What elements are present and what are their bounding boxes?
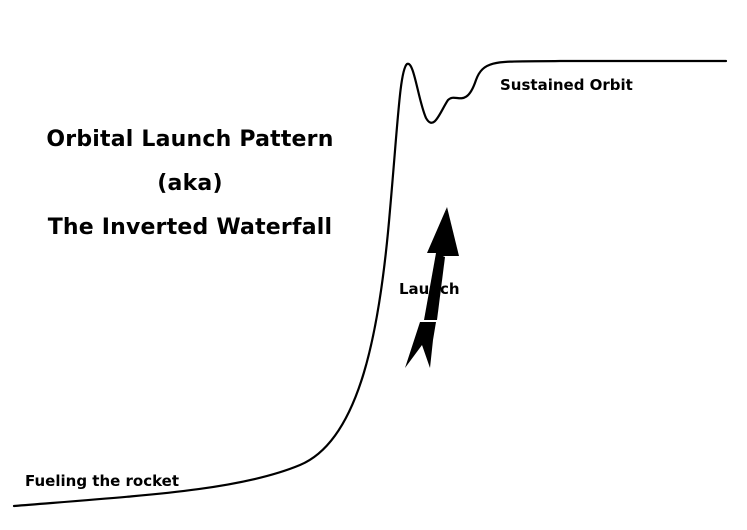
title-line-1: Orbital Launch Pattern [46, 127, 334, 152]
title-line-3: The Inverted Waterfall [47, 215, 333, 240]
launch-curve [12, 59, 728, 508]
sustained-orbit-label: Sustained Orbit [500, 76, 633, 94]
fueling-label: Fueling the rocket [25, 472, 180, 490]
title-line-2: (aka) [157, 171, 223, 196]
launch-label: Launch [399, 280, 460, 298]
launch-arrow-icon [405, 207, 459, 368]
diagram-title: Orbital Launch Pattern (aka) The Inverte… [20, 118, 360, 250]
